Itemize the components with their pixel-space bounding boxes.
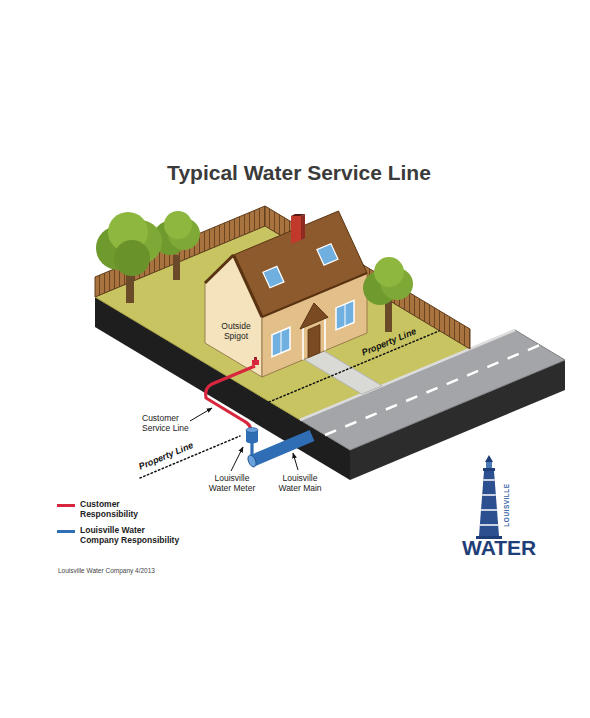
property-line-label: Property Line	[137, 440, 194, 472]
window	[272, 327, 290, 357]
tower-stripe	[483, 479, 494, 481]
leader-arrow	[190, 408, 212, 421]
window-bar	[281, 331, 282, 353]
window-bar	[345, 304, 346, 326]
tree	[96, 212, 162, 303]
tower-gallery	[483, 468, 495, 471]
customer-service-pipe	[206, 366, 255, 430]
property-line	[269, 331, 439, 402]
chimney	[291, 214, 305, 216]
logo-text: LOUISVILLE	[503, 483, 510, 526]
tree-crown	[164, 211, 192, 239]
porch-post	[324, 319, 326, 351]
tree-trunk	[173, 255, 180, 280]
water-main-end	[246, 454, 257, 468]
tower-column	[479, 471, 499, 536]
house	[205, 211, 367, 377]
roof-edge	[205, 255, 234, 283]
water-meter-top	[246, 428, 258, 433]
legend-swatch	[57, 504, 75, 507]
spigot	[252, 360, 259, 365]
main-label: Louisville Water Main	[272, 474, 328, 494]
leader-arrow	[231, 447, 243, 471]
spigot-label: Outside Spigot	[216, 322, 256, 342]
skylight	[317, 244, 338, 265]
credit-note: Louisville Water Company 4/2013	[58, 567, 155, 574]
door	[308, 325, 320, 358]
legend-text: Customer Responsibility	[80, 500, 150, 520]
meter-label: Louisville Water Meter	[204, 474, 260, 494]
roof-edge	[234, 255, 263, 317]
front-walk	[304, 351, 382, 394]
pipe-label: Customer Service Line	[142, 414, 198, 434]
title: Typical Water Service Line	[4, 160, 590, 185]
tree-crown	[114, 240, 150, 276]
tower-lantern	[486, 462, 492, 468]
water-meter	[246, 439, 258, 444]
tower-stripe	[481, 509, 497, 511]
tower-cap	[485, 455, 493, 462]
roof	[234, 211, 368, 317]
legend-text: Louisville Water Company Responsibility	[80, 526, 182, 546]
logo-text: WATER	[462, 537, 536, 558]
tower-stripe	[480, 524, 498, 526]
spigot-handle	[254, 357, 257, 360]
road	[300, 330, 565, 450]
porch-gable	[300, 303, 328, 329]
tree-crown	[374, 257, 404, 287]
water-main	[252, 435, 312, 461]
tower-stripe	[482, 494, 496, 496]
leader-arrow	[293, 453, 298, 470]
tree	[363, 257, 413, 332]
window	[336, 300, 354, 330]
chimney	[301, 214, 305, 240]
chimney	[291, 216, 301, 244]
tree-trunk	[385, 300, 392, 332]
logo-tower	[476, 455, 502, 539]
legend-swatch	[57, 530, 75, 533]
porch-post	[302, 328, 304, 360]
property-line-label: Property Line	[360, 326, 417, 358]
skylight	[263, 266, 284, 287]
